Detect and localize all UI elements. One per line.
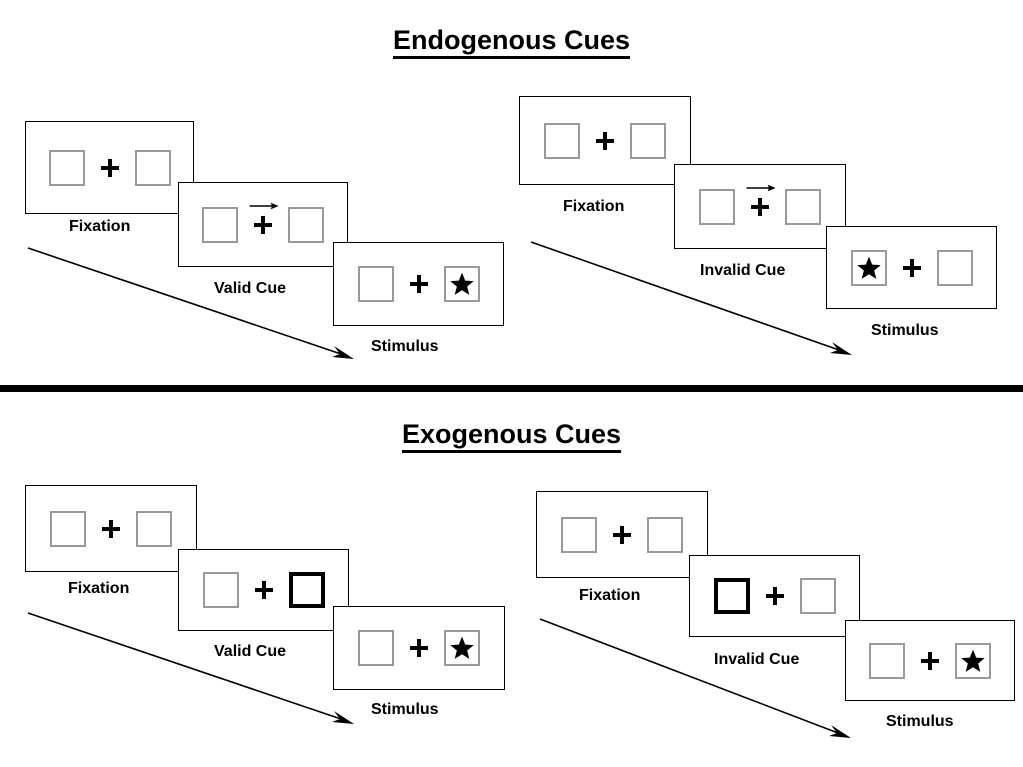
left-box xyxy=(48,149,85,186)
arrow-right-icon xyxy=(746,184,776,191)
frame-label-endogenous-invalid-cue: Invalid Cue xyxy=(700,262,786,279)
fixation-cross-slot xyxy=(750,587,800,605)
section-title-endogenous-text: Endogenous Cues xyxy=(392,25,630,59)
left-box xyxy=(850,249,887,286)
frame-content xyxy=(50,510,172,547)
left-box xyxy=(358,630,394,666)
plus-icon xyxy=(921,651,939,670)
frame-content xyxy=(850,249,973,286)
frame-content xyxy=(561,516,683,553)
star-icon xyxy=(450,636,474,659)
left-box xyxy=(869,642,905,679)
frame-content xyxy=(713,578,836,614)
frame-exogenous-invalid-stimulus xyxy=(845,620,1015,701)
plus-icon xyxy=(254,215,272,234)
fixation-cross-slot xyxy=(85,158,135,177)
plus-icon xyxy=(751,197,769,216)
right-box-cued xyxy=(288,572,325,608)
plus-icon xyxy=(613,525,631,544)
frame-exogenous-valid-fixation xyxy=(25,485,197,572)
left-box xyxy=(544,122,580,159)
fixation-cross-slot xyxy=(905,651,955,670)
right-box xyxy=(936,249,973,286)
frame-label-exogenous-valid-cue: Valid Cue xyxy=(214,643,287,660)
frame-endogenous-invalid-stimulus xyxy=(826,226,997,309)
plus-icon xyxy=(409,275,428,293)
fixation-cross-slot xyxy=(238,202,288,234)
fixation-cross-slot xyxy=(735,184,785,216)
star-icon xyxy=(856,256,881,279)
arrow-right-icon xyxy=(249,202,279,209)
left-box xyxy=(50,510,86,547)
plus-icon xyxy=(100,158,119,177)
plus-icon xyxy=(102,519,120,538)
section-title-endogenous: Endogenous Cues xyxy=(0,25,1023,59)
right-box xyxy=(785,188,821,225)
frame-label-endogenous-valid-stimulus: Stimulus xyxy=(371,338,439,355)
fixation-cross-slot xyxy=(597,525,647,544)
fixation-cross-slot xyxy=(394,275,444,293)
plus-icon xyxy=(765,587,784,605)
frame-content xyxy=(358,630,480,666)
frame-label-exogenous-valid-fixation: Fixation xyxy=(68,580,130,597)
star-icon xyxy=(961,649,985,672)
frame-content xyxy=(357,266,480,302)
frame-content xyxy=(48,149,171,186)
right-box xyxy=(799,578,836,614)
right-box xyxy=(647,516,683,553)
right-box xyxy=(134,149,171,186)
plus-icon xyxy=(902,258,921,277)
frame-exogenous-invalid-cue xyxy=(689,555,860,637)
fixation-cross-slot xyxy=(580,131,630,150)
frame-content xyxy=(869,642,991,679)
section-title-exogenous-text: Exogenous Cues xyxy=(401,419,622,453)
frame-endogenous-valid-cue xyxy=(178,182,348,267)
frame-label-endogenous-valid-cue: Valid Cue xyxy=(214,280,287,297)
frame-exogenous-invalid-fixation xyxy=(536,491,708,578)
plus-icon xyxy=(254,581,273,599)
frame-exogenous-valid-stimulus xyxy=(333,606,505,690)
frame-label-endogenous-valid-fixation: Fixation xyxy=(69,218,131,235)
frame-content xyxy=(699,184,821,225)
right-box xyxy=(955,642,991,679)
frame-content xyxy=(544,122,666,159)
left-box-cued xyxy=(713,578,750,614)
left-box xyxy=(202,572,239,608)
left-box xyxy=(699,188,735,225)
frame-content xyxy=(202,572,325,608)
frame-label-endogenous-invalid-fixation: Fixation xyxy=(563,198,625,215)
plus-icon xyxy=(410,639,428,657)
frame-label-exogenous-valid-stimulus: Stimulus xyxy=(371,701,439,718)
section-title-exogenous: Exogenous Cues xyxy=(0,419,1023,453)
frame-content xyxy=(202,202,324,243)
left-box xyxy=(357,266,394,302)
frame-label-exogenous-invalid-cue: Invalid Cue xyxy=(714,651,800,668)
left-box xyxy=(561,516,597,553)
right-box xyxy=(443,266,480,302)
frame-exogenous-valid-cue xyxy=(178,549,349,631)
right-box xyxy=(288,206,324,243)
frame-endogenous-invalid-cue xyxy=(674,164,846,249)
fixation-cross-slot xyxy=(394,639,444,657)
star-icon xyxy=(449,272,474,295)
fixation-cross-slot xyxy=(239,581,289,599)
time-flow-arrow-icon-endogenous-invalid xyxy=(530,241,852,355)
section-divider xyxy=(0,385,1023,392)
frame-endogenous-valid-stimulus xyxy=(333,242,504,326)
right-box xyxy=(444,630,480,666)
right-box xyxy=(630,122,666,159)
frame-label-endogenous-invalid-stimulus: Stimulus xyxy=(871,322,939,339)
right-box xyxy=(136,510,172,547)
frame-endogenous-invalid-fixation xyxy=(519,96,691,185)
fixation-cross-slot xyxy=(86,519,136,538)
frame-label-exogenous-invalid-fixation: Fixation xyxy=(579,587,641,604)
plus-icon xyxy=(596,131,614,150)
frame-label-exogenous-invalid-stimulus: Stimulus xyxy=(886,713,954,730)
left-box xyxy=(202,206,238,243)
fixation-cross-slot xyxy=(887,258,937,277)
frame-endogenous-valid-fixation xyxy=(25,121,194,214)
